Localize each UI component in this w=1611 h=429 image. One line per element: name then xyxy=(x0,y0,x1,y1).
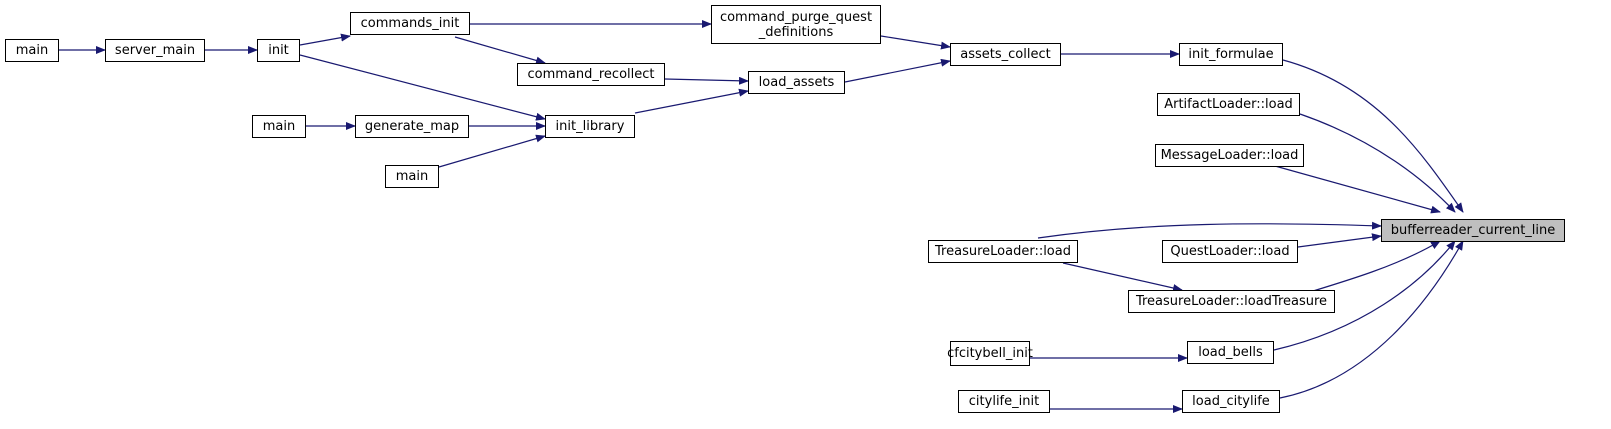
node-label: init xyxy=(268,43,289,58)
node-label: generate_map xyxy=(364,119,460,134)
node-label: TreasureLoader::loadTreasure xyxy=(1135,294,1328,309)
node-load-citylife[interactable]: load_citylife xyxy=(1182,390,1280,413)
node-command-recollect[interactable]: command_recollect xyxy=(517,63,665,86)
node-treasureloader-load[interactable]: TreasureLoader::load xyxy=(928,240,1078,263)
node-init-library[interactable]: init_library xyxy=(545,115,635,138)
node-main[interactable]: main xyxy=(252,115,306,138)
node-label: QuestLoader::load xyxy=(1170,244,1290,259)
node-load-assets[interactable]: load_assets xyxy=(748,71,845,94)
edge-treasureloader-load-bufferreader xyxy=(1037,221,1382,239)
node-init[interactable]: init xyxy=(257,39,300,62)
node-treasureloader-loadtreasure[interactable]: TreasureLoader::loadTreasure xyxy=(1128,290,1335,313)
node-label: init_library xyxy=(555,119,625,134)
node-label: init_formulae xyxy=(1188,47,1274,62)
node-server-main[interactable]: server_main xyxy=(105,39,205,62)
node-label: load_citylife xyxy=(1192,394,1270,409)
node-label: load_bells xyxy=(1198,345,1263,360)
node-label: TreasureLoader::load xyxy=(935,244,1071,259)
edge-main-c-init-library xyxy=(438,134,546,168)
node-generate-map[interactable]: generate_map xyxy=(355,115,469,138)
node-label: command_recollect xyxy=(527,67,655,82)
node-questloader-load[interactable]: QuestLoader::load xyxy=(1162,240,1298,263)
node-artifactloader-load[interactable]: ArtifactLoader::load xyxy=(1157,93,1300,116)
node-label: main xyxy=(395,169,429,184)
node-label: commands_init xyxy=(360,16,460,31)
edge-init-library-load-assets xyxy=(634,88,749,114)
node-label: citylife_init xyxy=(968,394,1040,409)
node-label: cfcitybell_init xyxy=(947,346,1033,361)
node-label: bufferreader_current_line xyxy=(1390,223,1556,238)
edge-load-bells-bufferreader xyxy=(1273,240,1456,351)
edge-treasureloader-load-loadtreasure xyxy=(1062,262,1183,292)
node-bufferreader-current-line: bufferreader_current_line xyxy=(1381,219,1565,242)
edge-messageloader-bufferreader xyxy=(1274,165,1441,214)
edge-init-formulae-bufferreader xyxy=(1282,59,1464,213)
node-load-bells[interactable]: load_bells xyxy=(1187,341,1274,364)
node-cfcitybell-init[interactable]: cfcitybell_init xyxy=(947,341,1033,366)
edge-recollect-load-assets xyxy=(664,76,749,85)
edge-purge-assets-collect xyxy=(880,35,951,50)
node-label: server_main xyxy=(114,43,196,58)
edge-artifactloader-bufferreader xyxy=(1299,113,1456,213)
node-command-purge-quest-definitions[interactable]: command_purge_quest _definitions xyxy=(711,5,881,44)
node-messageloader-load[interactable]: MessageLoader::load xyxy=(1155,144,1304,167)
node-label: load_assets xyxy=(758,75,835,90)
node-citylife-init[interactable]: citylife_init xyxy=(958,390,1050,413)
node-label: MessageLoader::load xyxy=(1160,148,1299,163)
edge-questloader-bufferreader xyxy=(1297,233,1382,248)
node-main[interactable]: main xyxy=(385,165,439,188)
node-label: command_purge_quest _definitions xyxy=(719,9,873,40)
node-main[interactable]: main xyxy=(5,39,59,62)
edge-init-init-library xyxy=(299,54,546,121)
node-label: ArtifactLoader::load xyxy=(1164,97,1293,112)
node-label: assets_collect xyxy=(960,47,1051,62)
edge-load-assets-assets-collect xyxy=(844,58,951,83)
node-label: main xyxy=(262,119,296,134)
node-label: main xyxy=(15,43,49,58)
node-init-formulae[interactable]: init_formulae xyxy=(1179,43,1283,66)
node-commands-init[interactable]: commands_init xyxy=(350,12,470,35)
edge-init-commands-init xyxy=(299,33,351,46)
edge-load-citylife-bufferreader xyxy=(1279,240,1464,399)
edge-commands-init-recollect xyxy=(454,36,546,65)
node-assets-collect[interactable]: assets_collect xyxy=(950,43,1061,66)
